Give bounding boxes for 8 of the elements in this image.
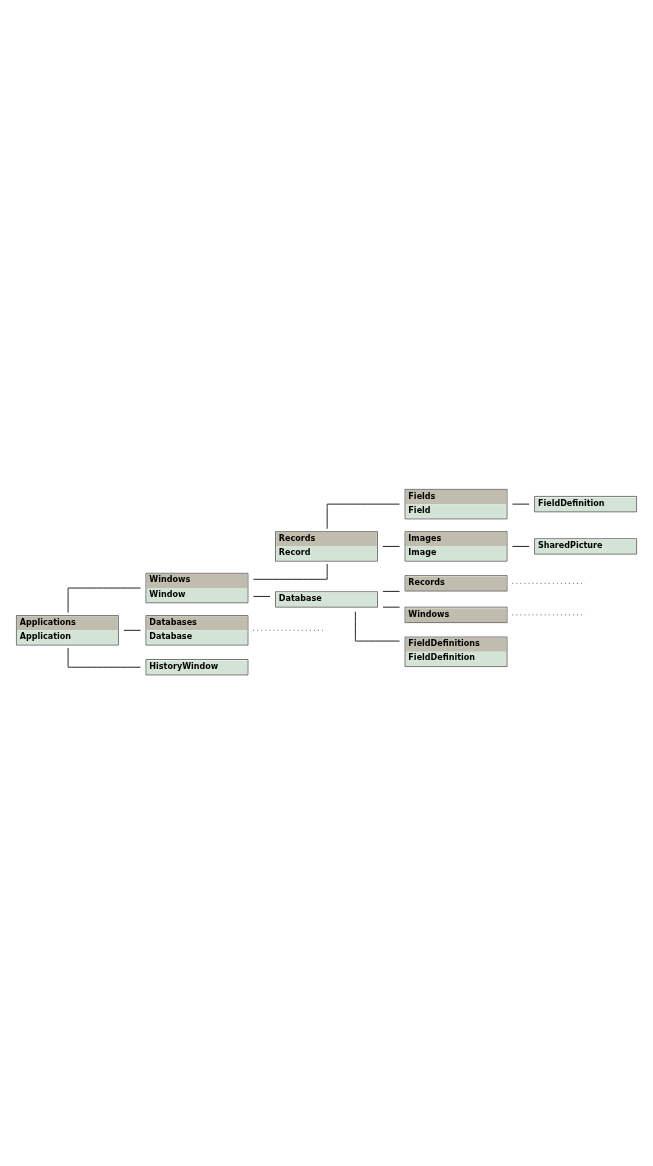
connector [123, 629, 141, 631]
connector [252, 596, 271, 597]
connector [326, 503, 400, 530]
connector [253, 563, 328, 580]
connector [512, 546, 530, 547]
connector [382, 590, 401, 592]
connector [354, 611, 400, 642]
connector [382, 546, 401, 547]
